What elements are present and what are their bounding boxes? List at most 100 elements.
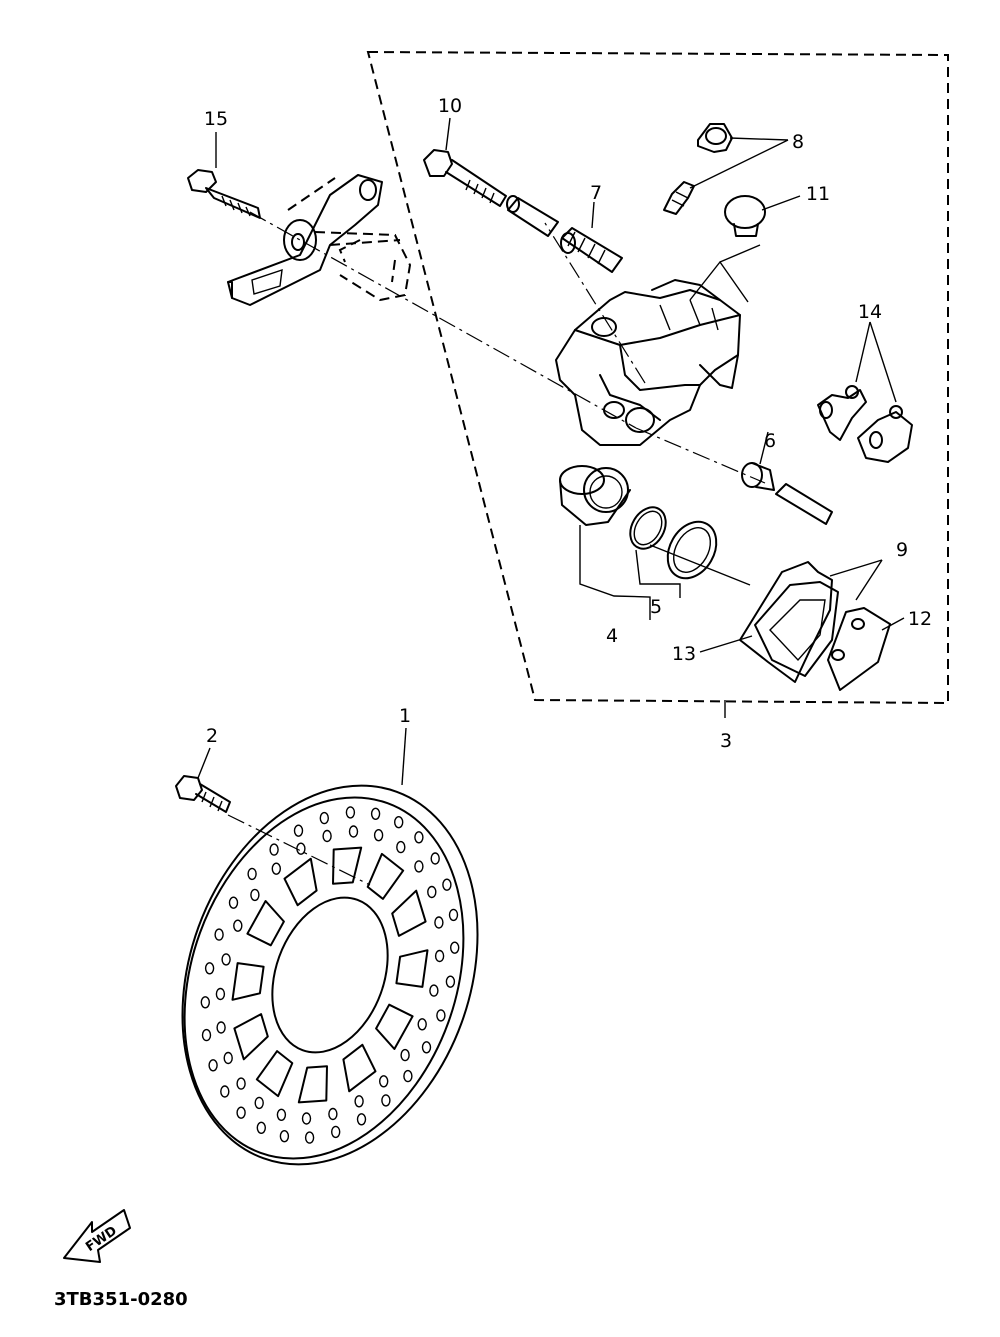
disc-hole [430,852,440,865]
disc-hole [403,1069,413,1083]
pad-springs-part-14 [817,385,913,463]
disc-hole [254,1096,264,1110]
leader-lines [197,117,905,786]
disc-hole [296,842,306,855]
disc-hole [442,878,452,891]
disc-hole [276,1108,287,1122]
disc-hole [216,1021,226,1034]
disc-hole [279,1129,290,1143]
disc-window [375,1003,414,1050]
disc-window [283,857,318,907]
disc-hole [345,806,356,819]
disc-bolt-part-2 [175,775,231,813]
callout-2: 2 [206,725,218,747]
disc-hole [228,896,239,909]
callout-12: 12 [908,608,932,630]
direction-label: FWD [83,1223,120,1255]
guide-sleeve [506,195,559,237]
disc-hole [215,987,226,1001]
disc-hole [208,1059,218,1072]
disc-hole [201,1028,212,1042]
disc-window [246,900,285,947]
disc-hole [436,1009,446,1022]
disc-hole [414,860,424,873]
seals-part-5 [629,506,718,580]
disc-hole [356,1113,367,1126]
bracket-bolt-part-15 [187,169,261,219]
callout-11: 11 [806,183,830,205]
disc-hole [322,829,332,843]
disc-hole [381,1094,391,1107]
disc-holes [200,806,460,1144]
disc-hole [214,928,224,941]
caliper-body [555,279,741,446]
disc-hole [448,908,459,922]
disc-hole [427,885,437,899]
bushing-part-6 [741,462,833,525]
disc-hole [417,1018,427,1031]
disc-windows [231,846,429,1104]
disc-hole [220,1085,230,1098]
disc-hole [434,949,445,963]
callout-4: 4 [606,625,618,647]
brake-pads-part-9 [739,561,839,683]
forward-direction-arrow: FWD [63,1209,131,1263]
disc-hole [429,984,439,997]
callout-15: 15 [204,108,228,130]
disc-window [332,846,363,885]
disc-hole [204,962,215,975]
disc-hole [233,919,243,932]
disc-hole [304,1131,315,1144]
callout-14: 14 [858,301,882,323]
callout-3: 3 [720,730,732,752]
disc-hole [396,840,406,854]
disc-hole [370,807,381,820]
disc-hole [354,1095,364,1108]
disc-window [231,962,265,1001]
callout-10: 10 [438,95,462,117]
disc-hole [421,1041,432,1054]
disc-hole [223,1051,233,1065]
plug-part-11 [724,195,766,237]
disc-window [297,1065,328,1104]
disc-hole [434,916,444,929]
disc-window [395,949,429,988]
disc-hole [400,1048,410,1062]
caliper-assembly-boundary [366,50,949,705]
callout-13: 13 [672,643,696,665]
disc-hole [445,975,456,988]
callout-7: 7 [590,182,602,204]
disc-hole [379,1075,389,1088]
disc-hole [200,996,211,1009]
disc-hole [271,862,281,875]
disc-hole [293,824,304,837]
callout-1: 1 [399,705,411,727]
disc-hole [236,1077,246,1090]
guide-bolt-part-10 [423,149,507,207]
disc-hole [373,829,384,842]
disc-window [342,1043,377,1093]
disc-hole [269,843,279,856]
disc-hole [221,953,231,966]
callout-9: 9 [896,539,908,561]
callout-6: 6 [764,430,776,452]
shim-part-12 [827,607,891,691]
disc-hole [250,888,260,902]
callout-8: 8 [792,131,804,153]
piston-part-4 [559,465,631,526]
drawing-code: 3TB351-0280 [54,1289,188,1310]
disc-window [391,889,427,937]
disc-hole [331,1125,341,1139]
caliper-bracket [227,174,412,306]
disc-hole [414,831,424,844]
disc-hole [236,1106,246,1119]
disc-hole [450,941,460,954]
disc-hole [256,1121,266,1135]
disc-window [366,852,405,900]
disc-hole [348,825,359,838]
bleed-screw-part-8 [663,123,733,215]
disc-window [233,1013,269,1061]
disc-hole [394,816,404,829]
boot-part-7 [560,227,623,273]
